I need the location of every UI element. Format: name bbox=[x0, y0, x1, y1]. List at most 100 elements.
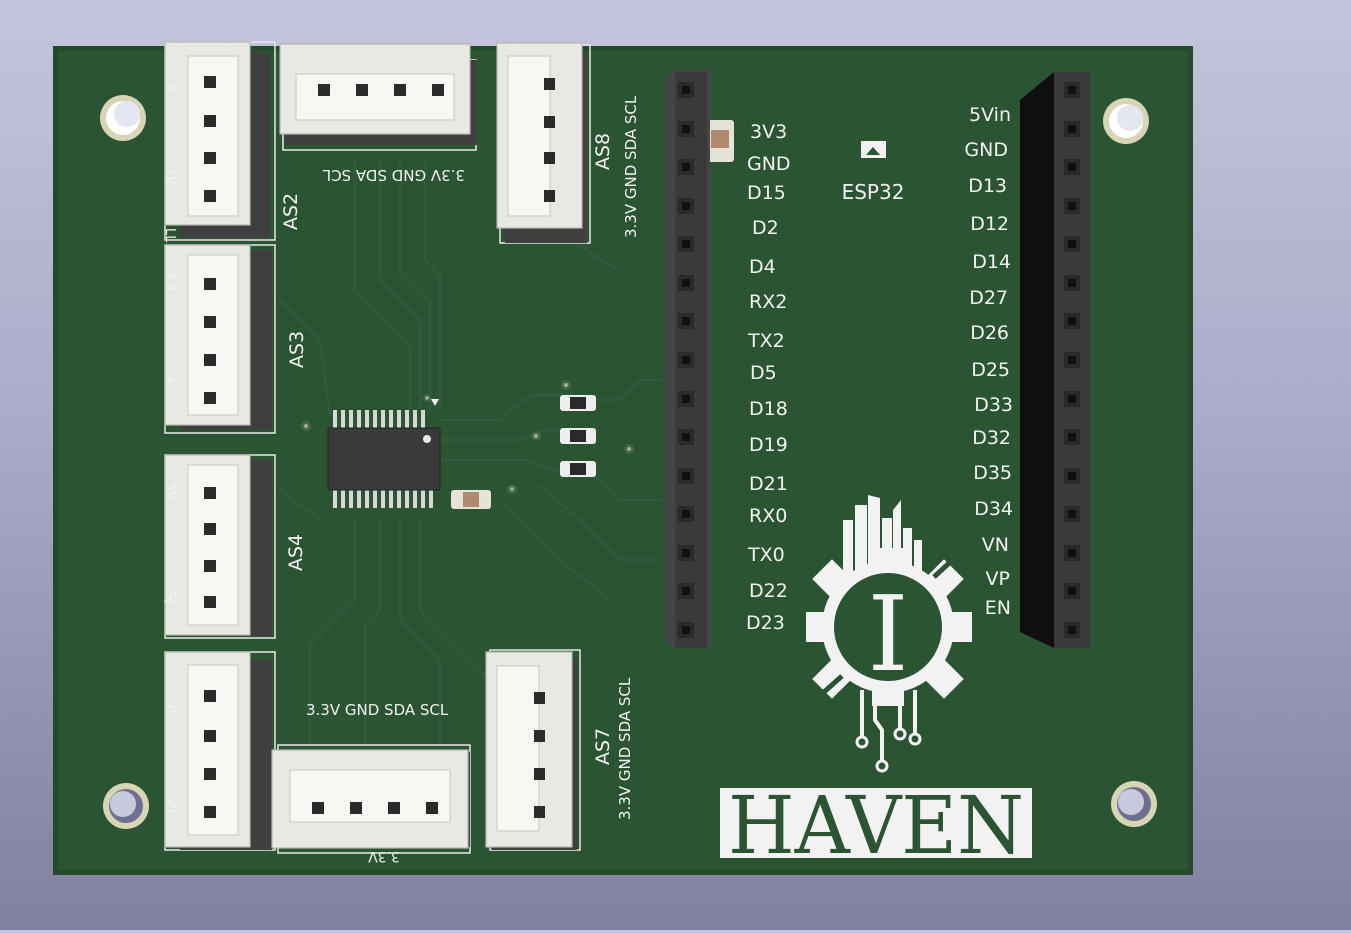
as2-label: AS2 bbox=[280, 193, 302, 230]
right-header-pin-hole bbox=[1068, 472, 1076, 480]
svg-text:3: 3 bbox=[162, 82, 177, 90]
left-header-label: RX0 bbox=[749, 505, 787, 527]
left-header-pin-hole bbox=[682, 510, 690, 518]
as8-label: AS8 bbox=[592, 133, 614, 170]
right-header-label: D12 bbox=[970, 213, 1009, 235]
left-header-label: D21 bbox=[749, 473, 788, 495]
svg-text:C: C bbox=[162, 705, 177, 714]
left-header-label: D18 bbox=[749, 398, 788, 420]
mounting-holes bbox=[100, 95, 1157, 829]
ic-chip bbox=[327, 399, 441, 508]
left-header-label: D4 bbox=[749, 256, 776, 278]
left-header-pin-hole bbox=[682, 549, 690, 557]
logo-letter: I bbox=[867, 573, 908, 695]
right-header-label: VP bbox=[986, 568, 1010, 590]
left-header-label: GND bbox=[747, 153, 791, 175]
right-header-label: VN bbox=[982, 534, 1009, 556]
top-connector-pinout: 3.3V GND SDA SCL bbox=[322, 166, 465, 184]
right-header-pin-hole bbox=[1068, 587, 1076, 595]
right-header-pin-hole bbox=[1068, 549, 1076, 557]
svg-text:3.3: 3.3 bbox=[162, 270, 177, 291]
left-header-pin-hole bbox=[682, 395, 690, 403]
left-header-label: D23 bbox=[746, 612, 785, 634]
left-header-label: TX0 bbox=[747, 544, 785, 566]
connector-as2 bbox=[164, 41, 276, 241]
left-header-pin-hole bbox=[682, 279, 690, 287]
module-label: ESP32 bbox=[842, 180, 905, 204]
module-marker-icon bbox=[861, 141, 886, 158]
left-header-pin-hole bbox=[682, 356, 690, 364]
right-header-label: D13 bbox=[968, 175, 1007, 197]
left-header-pin-hole bbox=[682, 472, 690, 480]
left-header-pin-hole bbox=[682, 86, 690, 94]
right-header-label: GND bbox=[964, 139, 1008, 161]
right-header-label: D25 bbox=[971, 359, 1010, 381]
svg-text:5V: 5V bbox=[162, 483, 177, 500]
right-header-label: D33 bbox=[974, 394, 1013, 416]
right-header-label: D27 bbox=[969, 287, 1008, 309]
left-header-label: TX2 bbox=[747, 330, 785, 352]
left-header-pin-hole bbox=[682, 240, 690, 248]
as8-pinout: 3.3V GND SDA SCL bbox=[622, 95, 640, 238]
right-header-label: D34 bbox=[974, 498, 1013, 520]
right-header-label: D32 bbox=[972, 427, 1011, 449]
right-header-pin-hole bbox=[1068, 125, 1076, 133]
right-header-label: D14 bbox=[972, 251, 1011, 273]
connector-bottom bbox=[271, 744, 471, 854]
left-header-label: D15 bbox=[747, 182, 786, 204]
smd-components bbox=[451, 120, 734, 509]
title-plate bbox=[720, 788, 1032, 858]
connector-as8 bbox=[496, 42, 591, 244]
left-header-pin-hole bbox=[682, 317, 690, 325]
right-header-pin-hole bbox=[1068, 626, 1076, 634]
svg-text:D/: D/ bbox=[162, 170, 177, 185]
connector-as7 bbox=[485, 649, 581, 851]
svg-text:CI: CI bbox=[162, 800, 177, 813]
connector-top bbox=[279, 43, 477, 151]
right-header-pin-hole bbox=[1068, 240, 1076, 248]
left-header-label: 3V3 bbox=[750, 121, 787, 143]
connector-as4 bbox=[164, 454, 276, 639]
right-header-label: D26 bbox=[970, 322, 1009, 344]
bottom-connector-pinout: 3.3V GND SDA SCL bbox=[306, 701, 449, 719]
right-header-pin-hole bbox=[1068, 86, 1076, 94]
right-header-pin-hole bbox=[1068, 395, 1076, 403]
right-header-label: 5Vin bbox=[969, 104, 1011, 126]
right-pin-header bbox=[1020, 72, 1090, 648]
left-header-labels: 3V3GNDD15D2D4RX2TX2D5D18D19D21RX0TX0D22D… bbox=[746, 121, 791, 634]
right-header-pin-hole bbox=[1068, 356, 1076, 364]
svg-text:S(: S( bbox=[162, 590, 177, 603]
left-header-label: D19 bbox=[749, 434, 788, 456]
as3-label: AS3 bbox=[286, 331, 308, 368]
left-header-pin-hole bbox=[682, 163, 690, 171]
connector-as1 bbox=[164, 651, 276, 851]
right-header-pin-hole bbox=[1068, 510, 1076, 518]
left-header-label: D22 bbox=[749, 580, 788, 602]
haven-logo-icon: I bbox=[806, 495, 972, 773]
left-header-label: D5 bbox=[750, 362, 777, 384]
right-header-pin-hole bbox=[1068, 279, 1076, 287]
left-header-label: D2 bbox=[752, 217, 779, 239]
as4-label: AS4 bbox=[285, 534, 307, 571]
left-pin-header bbox=[665, 70, 710, 648]
right-header-pin-hole bbox=[1068, 202, 1076, 210]
left-header-pin-hole bbox=[682, 587, 690, 595]
right-header-pin-hole bbox=[1068, 317, 1076, 325]
connector-as3 bbox=[164, 244, 276, 434]
right-header-pin-hole bbox=[1068, 163, 1076, 171]
right-header-label: D35 bbox=[973, 462, 1012, 484]
board-title: HAVEN bbox=[728, 779, 1024, 872]
as7-label: AS7 bbox=[592, 728, 614, 765]
bottom-edge-fragment: 3.3V bbox=[368, 848, 400, 864]
svg-text:LL: LL bbox=[162, 228, 177, 243]
left-header-pin-hole bbox=[682, 202, 690, 210]
right-header-label: EN bbox=[985, 597, 1011, 619]
left-header-pin-hole bbox=[682, 433, 690, 441]
left-header-pin-hole bbox=[682, 125, 690, 133]
as7-pinout: 3.3V GND SDA SCL bbox=[616, 677, 634, 820]
left-edge-label-fragments: 3 D/ LL 3.3 A 5V S( C CI bbox=[162, 82, 177, 813]
vias bbox=[301, 380, 634, 494]
